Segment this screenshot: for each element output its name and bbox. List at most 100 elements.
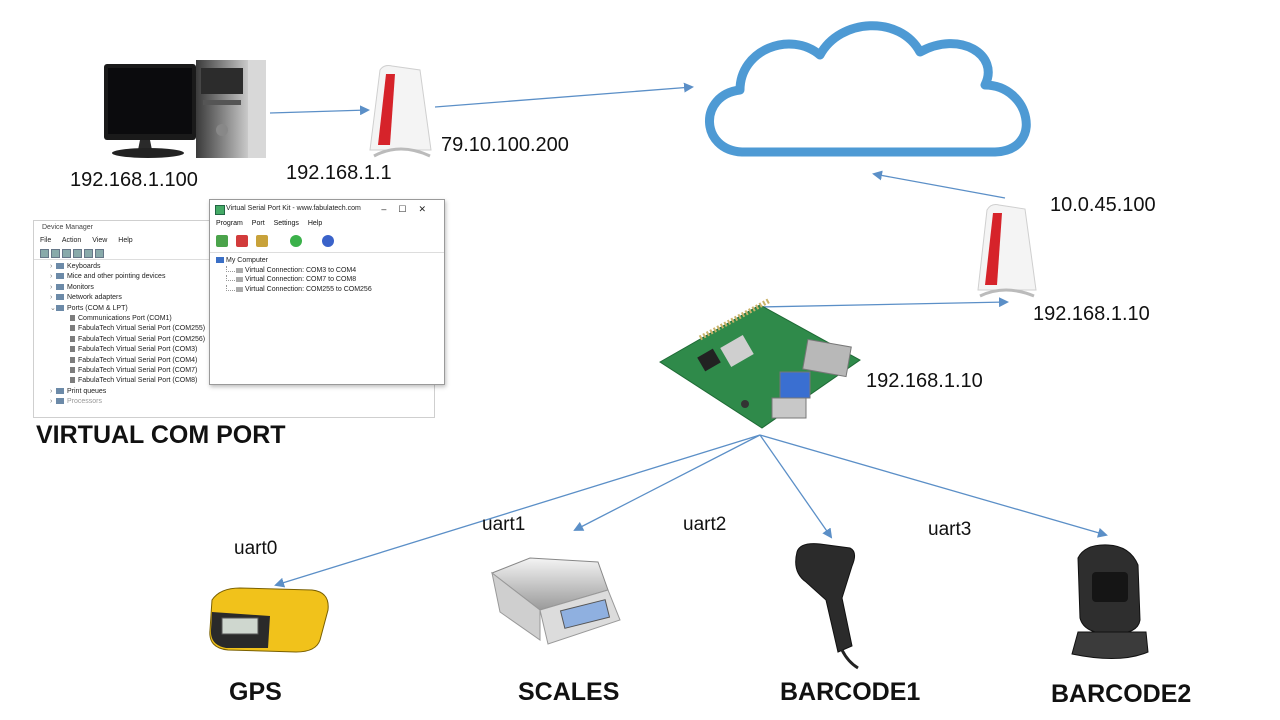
tree-port-item[interactable]: FabulaTech Virtual Serial Port (COM3): [46, 345, 434, 355]
tree-category-ports[interactable]: ⌄Ports (COM & LPT): [50, 304, 128, 312]
uart3-label: uart3: [928, 519, 972, 540]
scales-label: SCALES: [518, 678, 620, 706]
router2-lan-ip-label: 192.168.1.10: [1033, 303, 1150, 325]
properties-icon[interactable]: [62, 249, 71, 258]
computer-icon: [216, 257, 224, 263]
keyboard-icon: [56, 263, 64, 269]
toggle-icon[interactable]: [290, 235, 302, 247]
barcode1-label: BARCODE1: [780, 678, 921, 706]
arrow-pi-to-barcode2: [759, 434, 1108, 538]
uart1-label: uart1: [482, 514, 526, 535]
tree-category[interactable]: ›Processors: [50, 398, 103, 406]
tree-port-item[interactable]: FabulaTech Virtual Serial Port (COM8): [46, 376, 434, 386]
internet-cloud: [705, 21, 1031, 157]
window-controls: –☐✕: [381, 200, 438, 218]
tree-category[interactable]: ›Monitors: [50, 283, 94, 291]
edit-connection-icon[interactable]: [256, 235, 268, 247]
vspk-title: Virtual Serial Port Kit - www.fabulatech…: [226, 205, 361, 212]
gps-receiver: [209, 587, 329, 653]
connection-tree: My Computer Virtual Connection: COM3 to …: [210, 253, 444, 294]
router1-wan-ip-label: 79.10.100.200: [441, 134, 569, 156]
vspk-menu-settings[interactable]: Settings: [273, 220, 299, 227]
tree-category[interactable]: ›Mice and other pointing devices: [50, 273, 166, 281]
vspk-menu-port[interactable]: Port: [251, 220, 265, 227]
desktop-computer: [104, 60, 266, 158]
connection-item[interactable]: Virtual Connection: COM255 to COM256: [216, 284, 444, 295]
vspk-titlebar: Virtual Serial Port Kit - www.fabulatech…: [210, 200, 444, 218]
weighing-scale: [490, 557, 621, 645]
view-icon[interactable]: [84, 249, 93, 258]
back-icon[interactable]: [40, 249, 49, 258]
processor-icon: [56, 398, 64, 405]
tree-port-item[interactable]: Communications Port (COM1): [46, 314, 434, 324]
router-2: [977, 204, 1037, 298]
tree-category[interactable]: ›Keyboards: [50, 263, 101, 270]
network-icon: [56, 294, 64, 301]
mouse-icon: [56, 273, 64, 280]
tree-root[interactable]: My Computer: [216, 256, 444, 266]
arrow-pi-to-barcode1: [759, 434, 833, 539]
monitor-icon[interactable]: [95, 249, 104, 258]
vspk-toolbar: [210, 230, 444, 253]
uart0-label: uart0: [234, 538, 278, 559]
help-icon[interactable]: [73, 249, 82, 258]
raspberry-pi-board: [659, 297, 861, 429]
port-icon: [70, 346, 75, 353]
connection-item[interactable]: Virtual Connection: COM3 to COM4: [216, 265, 444, 276]
tree-category[interactable]: ›Print queues: [50, 387, 107, 395]
help-icon[interactable]: [322, 235, 334, 247]
arrow-pi-to-gps: [274, 434, 761, 588]
forward-icon[interactable]: [51, 249, 60, 258]
arrow-pi-to-scales: [573, 434, 761, 531]
vspk-menu-program[interactable]: Program: [216, 220, 243, 227]
vspk-menu-help[interactable]: Help: [307, 220, 323, 227]
remove-connection-icon[interactable]: [236, 235, 248, 247]
dm-menu-file[interactable]: File: [40, 237, 52, 244]
connection-icon: [236, 286, 243, 292]
dm-menu-action[interactable]: Action: [61, 237, 82, 244]
dm-menu-help[interactable]: Help: [118, 237, 133, 244]
port-icon: [70, 325, 75, 332]
port-icon: [70, 366, 75, 373]
tree-port-item[interactable]: FabulaTech Virtual Serial Port (COM256): [46, 335, 434, 345]
router-1: [369, 65, 432, 158]
pi-ip-label: 192.168.1.10: [866, 370, 983, 392]
gps-label: GPS: [229, 678, 282, 706]
maximize-icon[interactable]: ☐: [398, 204, 419, 214]
tree-category[interactable]: ›Network adapters: [50, 294, 122, 302]
dm-menu-view[interactable]: View: [92, 237, 108, 244]
minimize-icon[interactable]: –: [381, 204, 399, 214]
arrow-pi-to-router2: [759, 297, 1009, 308]
pc-ip-label: 192.168.1.100: [70, 169, 198, 191]
add-connection-icon[interactable]: [216, 235, 228, 247]
connection-item[interactable]: Virtual Connection: COM7 to COM8: [216, 275, 444, 285]
barcode-scanner-1: [795, 543, 859, 670]
device-manager-title: Device Manager: [42, 224, 93, 231]
vspk-window: Virtual Serial Port Kit - www.fabulatech…: [209, 199, 445, 385]
vspk-menu: Program Port Settings Help: [210, 218, 444, 230]
router2-wan-ip-label: 10.0.45.100: [1050, 194, 1156, 216]
connection-icon: [236, 277, 243, 283]
arrow-router2-to-cloud: [872, 170, 1006, 199]
close-icon[interactable]: ✕: [418, 204, 438, 214]
router1-lan-ip-label: 192.168.1.1: [286, 162, 392, 184]
monitor-icon: [56, 283, 64, 290]
port-icon: [70, 314, 75, 321]
device-tree: ›Keyboards ›Mice and other pointing devi…: [34, 260, 434, 407]
tree-port-item[interactable]: FabulaTech Virtual Serial Port (COM7): [46, 366, 434, 376]
port-icon: [70, 335, 75, 342]
arrow-pc-to-router: [269, 105, 370, 116]
port-icon: [70, 377, 75, 384]
device-manager-menu: File Action View Help: [34, 235, 434, 247]
port-icon: [70, 356, 75, 363]
arrow-router-to-cloud: [434, 82, 694, 108]
printer-icon: [56, 387, 64, 394]
port-icon: [56, 304, 64, 311]
tree-port-item[interactable]: FabulaTech Virtual Serial Port (COM4): [46, 356, 434, 366]
virtual-com-port-label: VIRTUAL COM PORT: [36, 421, 286, 449]
tree-port-item[interactable]: FabulaTech Virtual Serial Port (COM255): [46, 324, 434, 334]
connection-icon: [236, 267, 243, 273]
app-icon: [215, 205, 225, 215]
